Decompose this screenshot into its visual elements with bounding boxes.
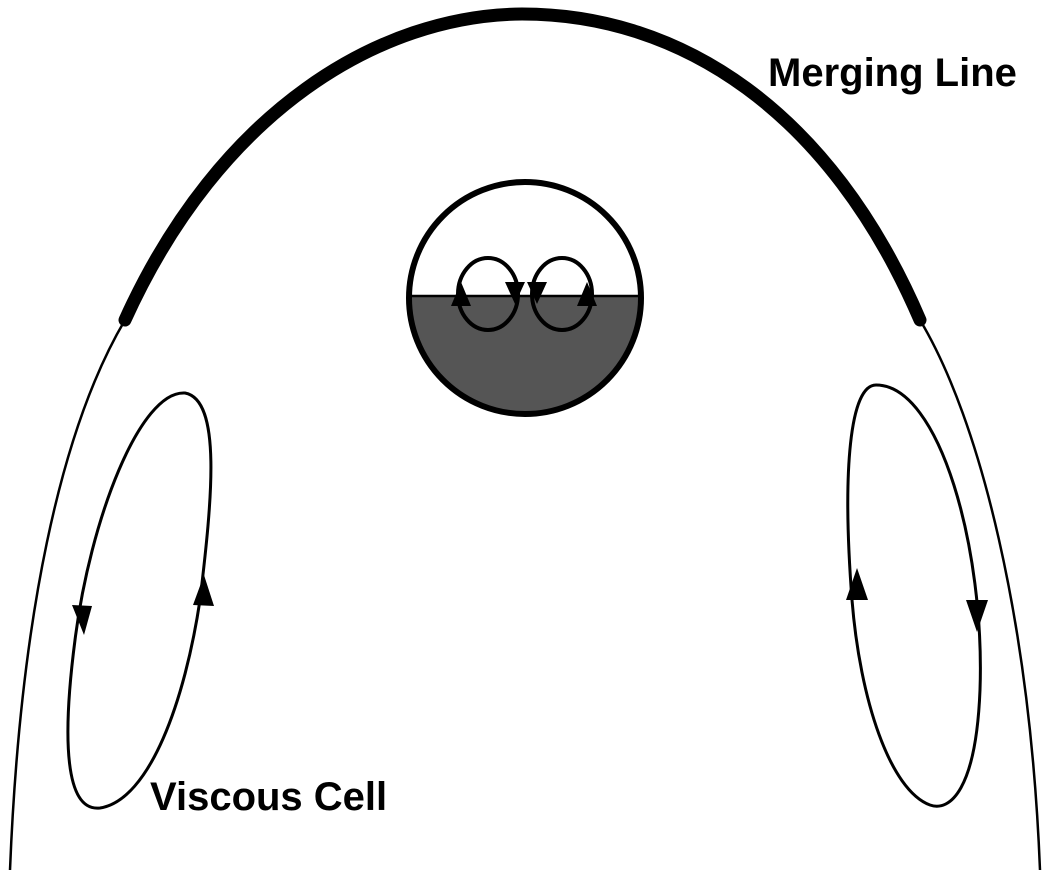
right-viscous-cell-loop (848, 385, 981, 806)
outer-boundary (10, 320, 125, 870)
viscous-cell-label: Viscous Cell (150, 775, 387, 819)
right-cell-arrow-down (966, 600, 988, 632)
merging-line-label: Merging Line (768, 51, 1017, 95)
left-cell-arrow-up (193, 575, 214, 606)
outer-boundary-right (920, 320, 1040, 870)
left-viscous-cell-loop (68, 393, 211, 808)
arrow-left-vortex-up (451, 282, 471, 306)
central-flow-circle (405, 182, 645, 421)
shaded-lower-half (405, 296, 645, 421)
